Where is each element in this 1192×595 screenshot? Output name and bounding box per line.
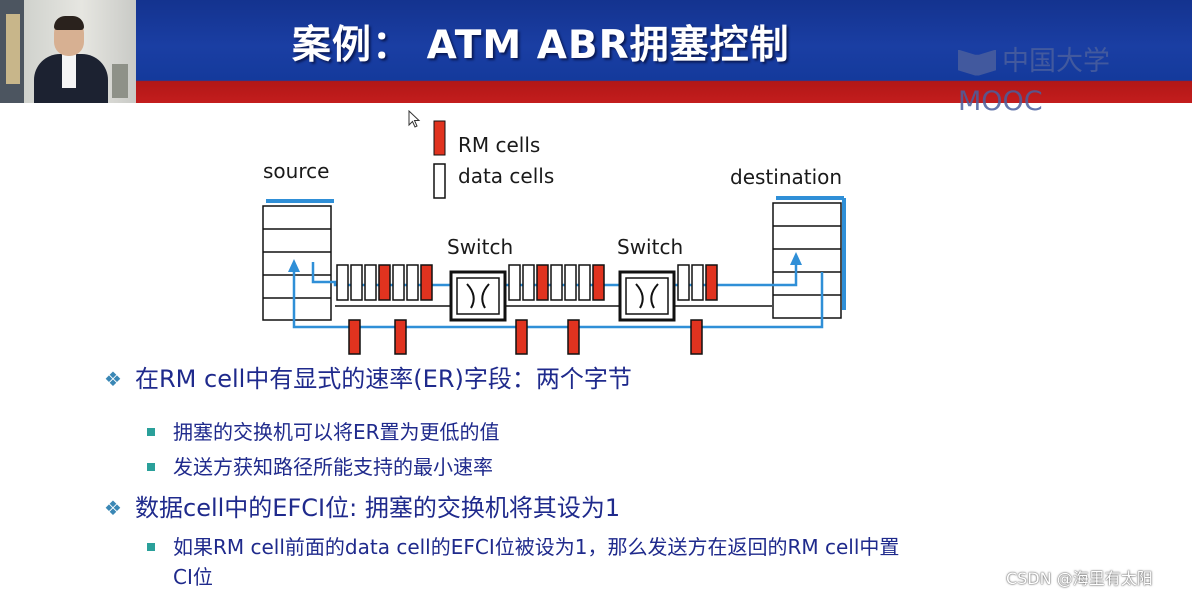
sub-bullet-text: 拥塞的交换机可以将ER置为更低的值 [173,420,500,444]
mooc-logo-text: 中国大学MOOC [958,46,1110,117]
data-cell [336,264,349,301]
slide-title: 案例： ATM ABR拥塞控制 [292,23,790,68]
return-arrowhead [288,259,300,272]
forward-cells [336,264,718,301]
sub-bullet-item: 发送方获知路径所能支持的最小速率 [0,452,1192,482]
sub-bullet-text: 如果RM cell前面的data cell的EFCI位被设为1，那么发送方在返回… [173,535,900,559]
data-cell [406,264,419,301]
rm-cell [378,264,391,301]
data-cell [522,264,535,301]
forward-arrowhead [790,252,802,265]
forward-path-line [311,262,798,287]
rm-cell [690,319,703,355]
legend-rm-swatch [433,120,446,156]
switch-cross-icon [466,283,490,309]
legend-rm-label: RM cells [458,133,540,157]
bullet-item-1: ❖ 在RM cell中有显式的速率(ER)字段：两个字节 [0,361,1192,397]
data-cell [364,264,377,301]
switch-label-1: Switch [447,235,513,259]
data-cell [350,264,363,301]
rm-cell [348,319,361,355]
destination-queue [772,196,846,319]
diamond-bullet-icon: ❖ [104,367,122,391]
sub-bullet-text: CI位 [173,565,213,589]
switch-2 [618,270,676,322]
data-cell [564,264,577,301]
sub-bullet-item: 如果RM cell前面的data cell的EFCI位被设为1，那么发送方在返回… [0,532,1192,562]
rm-cell [592,264,605,301]
legend-data-swatch [433,163,446,199]
data-cell [677,264,690,301]
legend-data-label: data cells [458,164,554,188]
data-cell [508,264,521,301]
square-bullet-icon [147,463,155,471]
data-cell [392,264,405,301]
destination-label: destination [730,165,842,189]
return-cells [348,319,703,355]
rm-cell [420,264,433,301]
square-bullet-icon [147,428,155,436]
mouse-pointer-icon [408,110,421,128]
abr-diagram: RM cells data cells source destination S… [262,120,846,355]
data-cell [691,264,704,301]
bullet-item-2: ❖ 数据cell中的EFCI位: 拥塞的交换机将其设为1 [0,490,1192,526]
presenter-video [0,0,136,103]
switch-cross-icon [635,283,659,309]
rm-cell [705,264,718,301]
diamond-bullet-icon: ❖ [104,496,122,520]
square-bullet-icon [147,543,155,551]
switch-1 [449,270,507,322]
rm-cell [515,319,528,355]
rm-cell [536,264,549,301]
sub-bullet-item: 拥塞的交换机可以将ER置为更低的值 [0,417,1192,447]
watermark: CSDN @海里有太阳 [1006,569,1153,588]
sub-bullet-continuation: CI位 [0,562,1192,592]
data-cell [578,264,591,301]
sub-bullet-text: 发送方获知路径所能支持的最小速率 [173,455,493,479]
rm-cell [567,319,580,355]
bullet-text: 数据cell中的EFCI位: 拥塞的交换机将其设为1 [135,494,621,522]
mooc-logo: 中国大学MOOC [958,42,1192,117]
source-label: source [263,159,329,183]
bullet-text: 在RM cell中有显式的速率(ER)字段：两个字节 [135,365,632,393]
return-path-line [292,266,824,329]
rm-cell [394,319,407,355]
switch-label-2: Switch [617,235,683,259]
source-queue [262,199,334,321]
data-cell [550,264,563,301]
title-banner: 案例： ATM ABR拥塞控制 中国大学MOOC [0,0,1192,117]
